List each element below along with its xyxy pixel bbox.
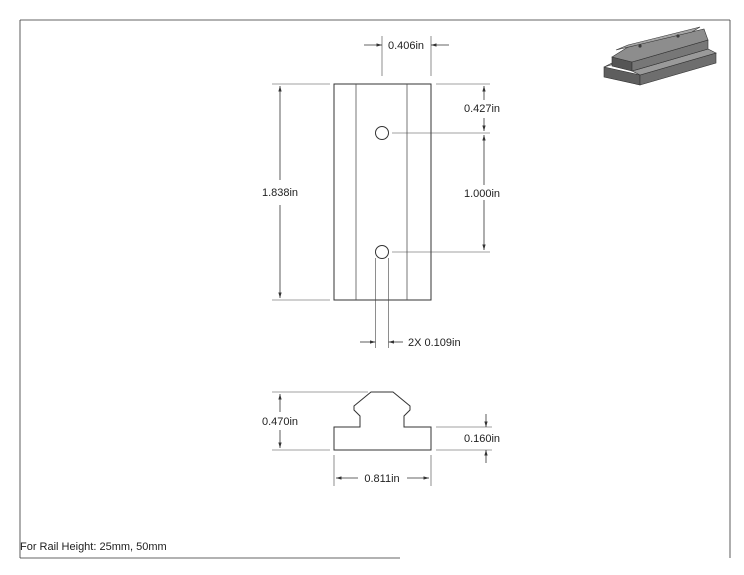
dim-hole-diameter: 2X 0.109in (360, 258, 461, 349)
dim-base-thickness: 0.160in (436, 414, 500, 463)
dim-profile-height-label: 0.470in (262, 416, 298, 428)
t-profile-outline (333, 391, 432, 451)
mounting-hole-upper (375, 126, 389, 140)
dim-top-width: 0.406in (364, 36, 449, 76)
iso-hole-1 (638, 44, 642, 48)
iso-rail-cap (615, 26, 701, 51)
profile-view (333, 391, 432, 451)
dim-overall-length-label: 1.838in (262, 187, 298, 199)
dim-profile-height: 0.470in (262, 391, 368, 451)
dim-hole-offset: 0.427in (392, 83, 500, 134)
dim-base-thickness-label: 0.160in (464, 433, 500, 445)
dim-top-width-label: 0.406in (388, 40, 424, 52)
dim-hole-offset-label: 0.427in (464, 103, 500, 115)
dim-overall-length: 1.838in (262, 83, 330, 301)
rail-height-note: For Rail Height: 25mm, 50mm (20, 541, 167, 553)
dim-base-width: 0.811in (333, 455, 432, 486)
mounting-hole-lower (375, 245, 389, 259)
top-view-outline (333, 83, 432, 301)
dim-hole-spacing-label: 1.000in (464, 188, 500, 200)
isometric-view (603, 26, 717, 86)
dim-hole-spacing: 1.000in (392, 135, 500, 253)
top-view (333, 83, 432, 301)
iso-hole-2 (676, 34, 680, 38)
drawing-border (19, 19, 731, 559)
dim-hole-diameter-label: 2X 0.109in (408, 337, 461, 349)
dim-base-width-label: 0.811in (364, 473, 399, 485)
iso-rail-top (611, 28, 709, 63)
